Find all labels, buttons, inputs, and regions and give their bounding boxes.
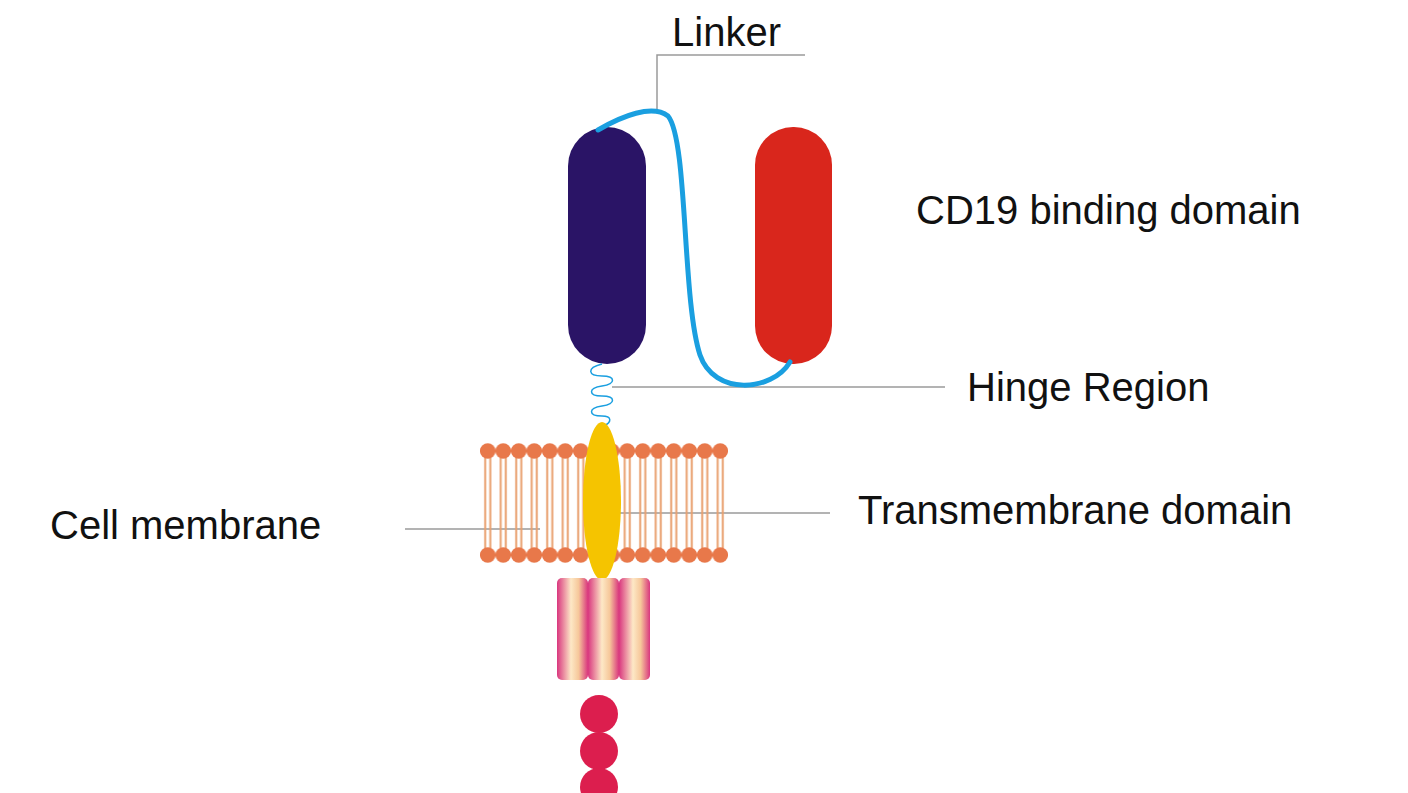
hinge-spring <box>591 364 613 426</box>
part-label: CD19 binding domain <box>916 186 1301 234</box>
leader-line <box>657 55 805 110</box>
transmembrane-helix <box>583 422 621 580</box>
heavy-chain-domain <box>568 127 646 364</box>
linker-peptide <box>598 111 790 385</box>
signaling-bead <box>580 732 618 770</box>
costimulatory-domain <box>619 578 650 680</box>
part-label: Cell membrane <box>50 501 321 549</box>
part-label: Transmembrane domain <box>858 486 1292 534</box>
costimulatory-domain <box>557 578 588 680</box>
leader-line <box>612 386 945 388</box>
costimulatory-domain <box>588 578 619 680</box>
part-label: Linker <box>672 8 781 56</box>
light-chain-domain <box>755 127 832 364</box>
signaling-bead <box>580 695 618 733</box>
signaling-bead <box>580 768 618 793</box>
part-label: Hinge Region <box>967 363 1209 411</box>
